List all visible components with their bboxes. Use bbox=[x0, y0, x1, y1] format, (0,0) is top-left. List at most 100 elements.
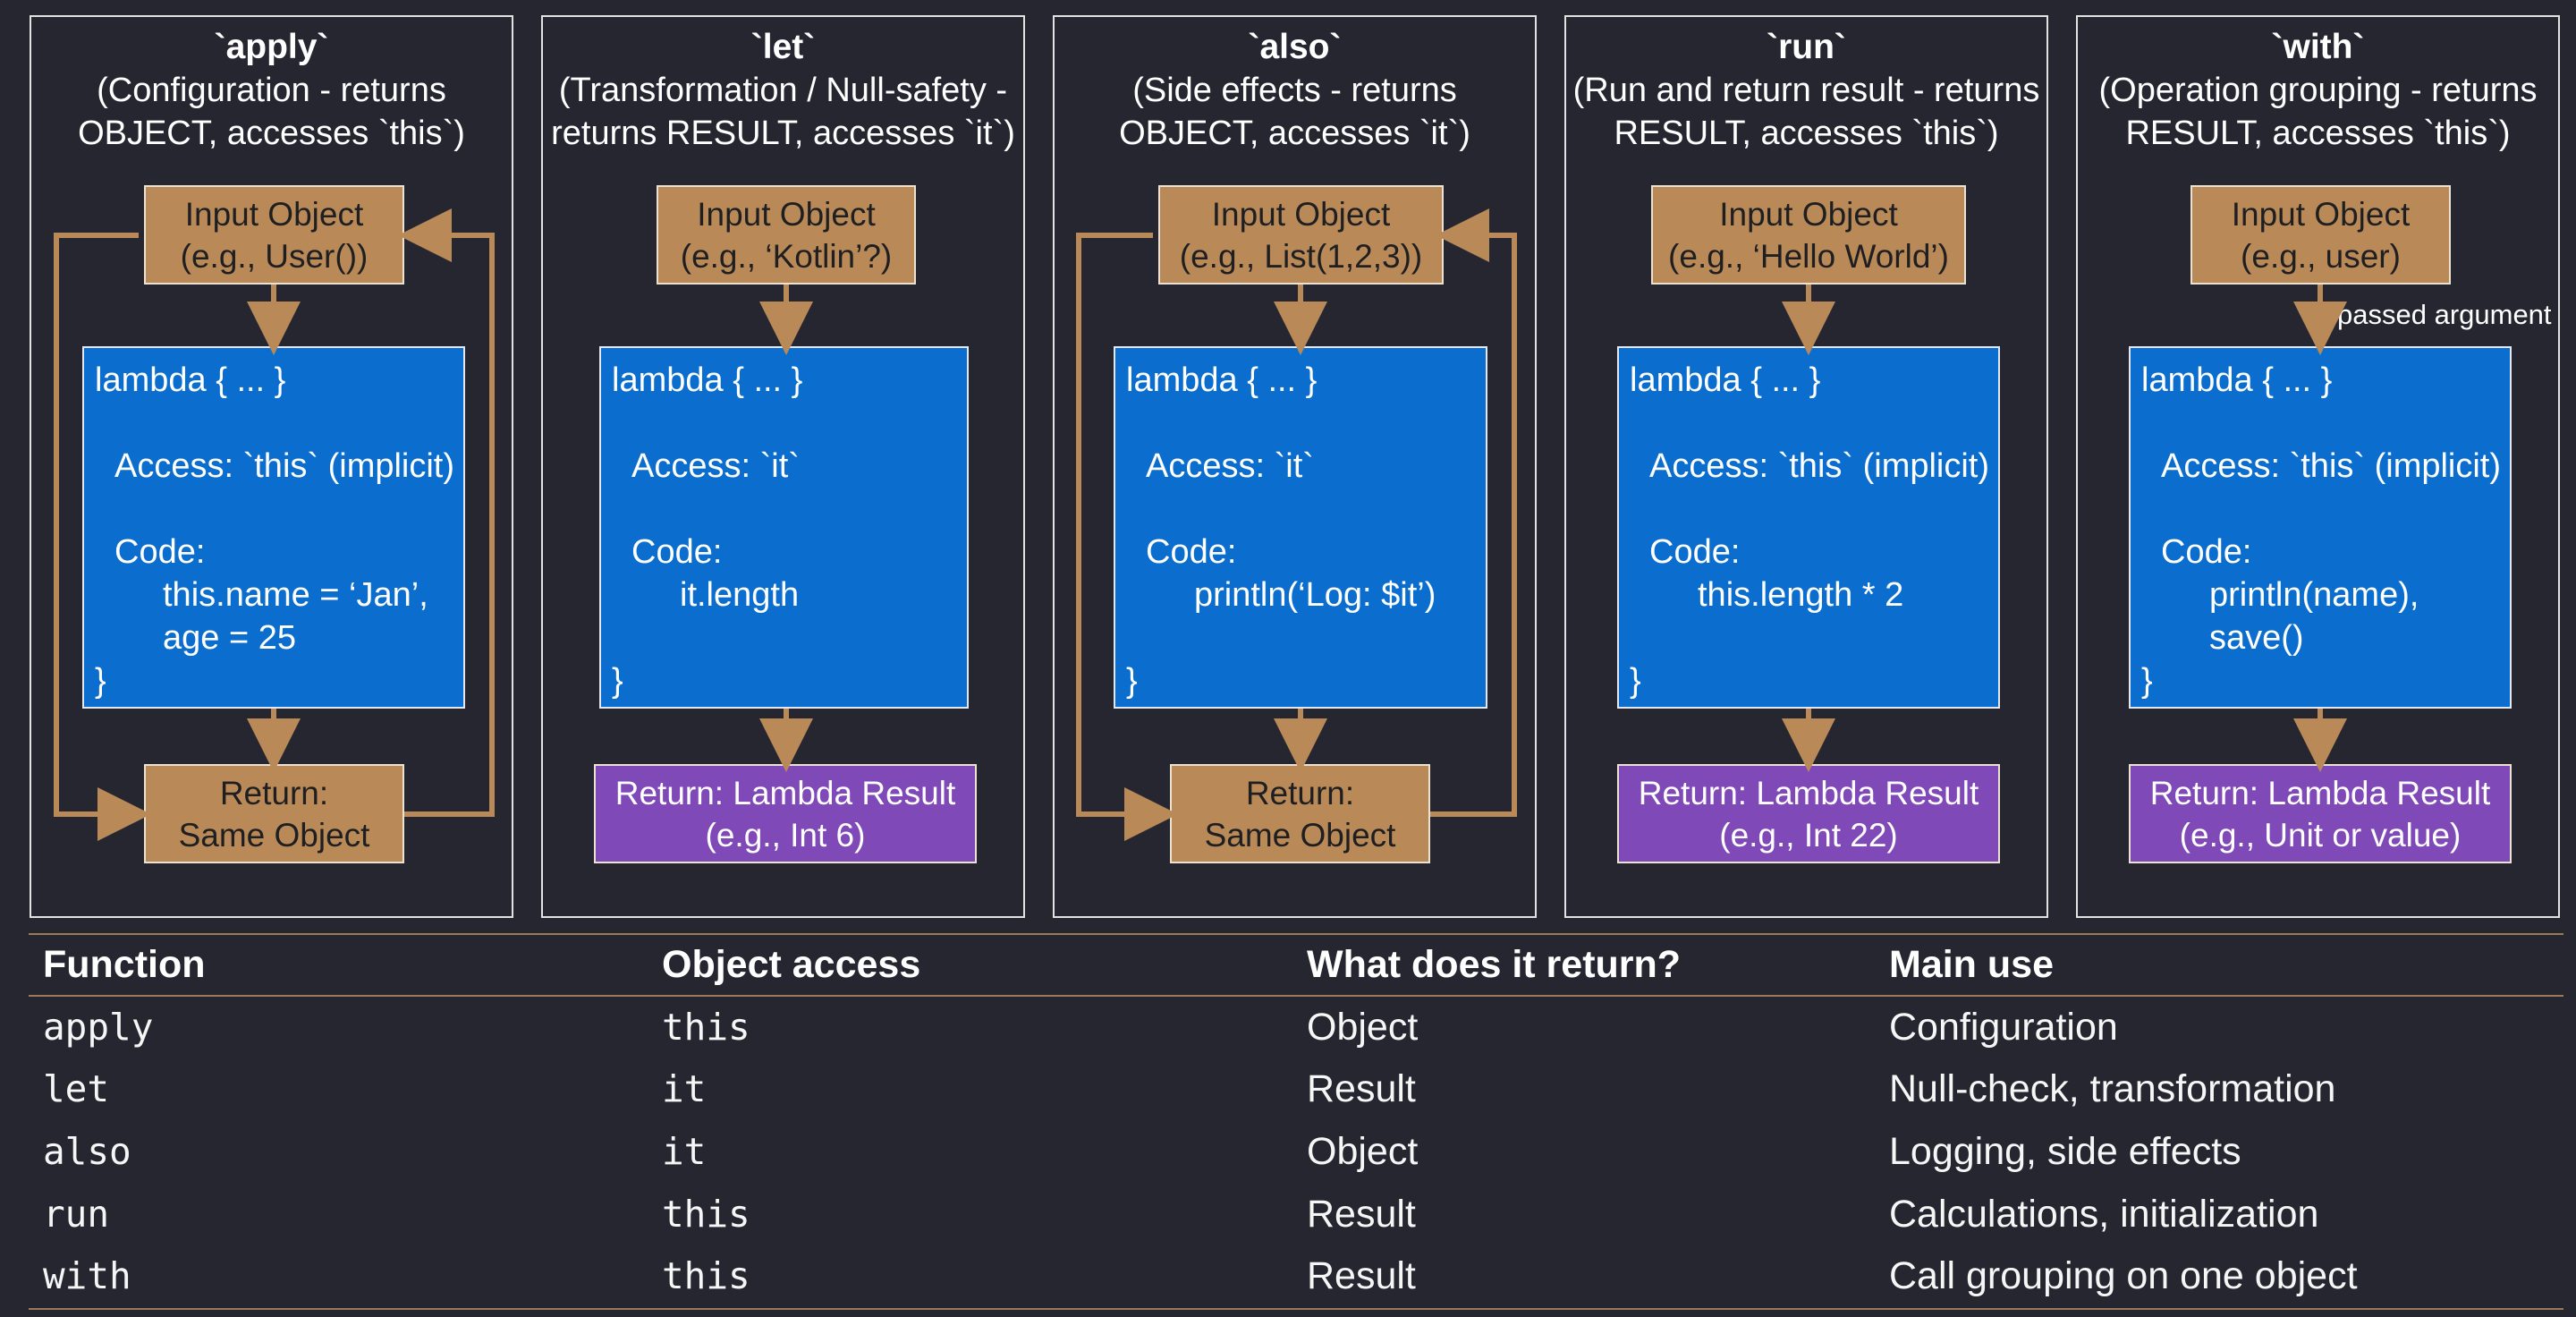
lambda-access: Access: `it` bbox=[1146, 447, 1314, 485]
passed-argument-label: passed argument bbox=[2337, 299, 2552, 330]
cell-return: Object bbox=[1307, 1006, 1419, 1049]
flow-arrows bbox=[2293, 285, 2347, 772]
input-example: (e.g., ‘Kotlin’?) bbox=[680, 237, 893, 275]
return-box: Return: Lambda Result (e.g., Int 22) bbox=[1617, 764, 2000, 863]
input-example: (e.g., User()) bbox=[180, 237, 369, 275]
cell-access: this bbox=[662, 1006, 750, 1049]
subtitle-line: (Run and return result - returns bbox=[1572, 72, 2040, 109]
lambda-box: lambda { ... } Access: `this` (implicit)… bbox=[1617, 346, 2000, 709]
subtitle-line: RESULT, accesses `this`) bbox=[1614, 115, 1999, 152]
lambda-access: Access: `this` (implicit) bbox=[1649, 447, 1990, 485]
panel-let: `let` (Transformation / Null-safety - re… bbox=[541, 15, 1025, 918]
panel-apply: `apply` (Configuration - returns OBJECT,… bbox=[30, 15, 513, 918]
lambda-access: Access: `this` (implicit) bbox=[2161, 447, 2502, 485]
lambda-code-label: Code: bbox=[114, 533, 206, 571]
lambda-close-brace: } bbox=[95, 662, 106, 700]
cell-access: it bbox=[662, 1067, 707, 1110]
lambda-box: lambda { ... } Access: `it` Code: it.len… bbox=[599, 346, 969, 709]
input-object-box: Input Object (e.g., List(1,2,3)) bbox=[1158, 185, 1444, 285]
subtitle-line: (Side effects - returns bbox=[1132, 72, 1457, 109]
input-example: (e.g., user) bbox=[2241, 237, 2401, 275]
lambda-box: lambda { ... } Access: `it` Code: printl… bbox=[1114, 346, 1487, 709]
lambda-code-line: this.length * 2 bbox=[1698, 576, 1904, 614]
panel-run: `run` (Run and return result - returns R… bbox=[1564, 15, 2048, 918]
panel-with: `with` (Operation grouping - returns RES… bbox=[2076, 15, 2560, 918]
subtitle-line: (Operation grouping - returns bbox=[2098, 72, 2538, 109]
subtitle-line: (Transformation / Null-safety - bbox=[558, 72, 1008, 109]
return-label: Return: Lambda Result bbox=[614, 774, 956, 811]
loop-arrow-left bbox=[54, 233, 151, 841]
lambda-header: lambda { ... } bbox=[1630, 361, 1821, 399]
lambda-code-line: save() bbox=[2209, 619, 2304, 657]
panel-title: `with` bbox=[2271, 28, 2365, 66]
panel-also: `also` (Side effects - returns OBJECT, a… bbox=[1053, 15, 1537, 918]
flow-arrows bbox=[54, 208, 495, 841]
table-top-rule bbox=[29, 933, 2563, 935]
header-return: What does it return? bbox=[1307, 943, 1682, 986]
lambda-code-label: Code: bbox=[1146, 533, 1237, 571]
cell-use: Call grouping on one object bbox=[1889, 1254, 2358, 1297]
panel-title: `also` bbox=[1248, 28, 1342, 66]
return-value: (e.g., Int 6) bbox=[705, 816, 866, 854]
panel-title: `apply` bbox=[214, 28, 329, 66]
return-box: Return: Same Object bbox=[1170, 764, 1430, 863]
panel-subtitle: (Transformation / Null-safety - returns … bbox=[543, 69, 1023, 155]
panel-title: `let` bbox=[750, 28, 816, 66]
return-value: (e.g., Int 22) bbox=[1719, 816, 1898, 854]
input-label: Input Object bbox=[1211, 195, 1391, 233]
input-label: Input Object bbox=[697, 195, 876, 233]
cell-use: Calculations, initialization bbox=[1889, 1193, 2319, 1236]
return-value: Same Object bbox=[1204, 816, 1396, 854]
loop-arrow-right bbox=[398, 208, 495, 817]
lambda-close-brace: } bbox=[1126, 662, 1138, 700]
subtitle-line: RESULT, accesses `this`) bbox=[2125, 115, 2511, 152]
cell-return: Result bbox=[1307, 1193, 1416, 1236]
return-label: Return: bbox=[1245, 774, 1355, 811]
lambda-close-brace: } bbox=[2141, 662, 2153, 700]
lambda-header: lambda { ... } bbox=[2141, 361, 2333, 399]
panel-subtitle: (Operation grouping - returns RESULT, ac… bbox=[2078, 69, 2558, 155]
lambda-code-line: println(‘Log: $it’) bbox=[1194, 576, 1436, 614]
lambda-header: lambda { ... } bbox=[1126, 361, 1318, 399]
lambda-code-label: Code: bbox=[631, 533, 723, 571]
input-object-box: Input Object (e.g., ‘Kotlin’?) bbox=[657, 185, 916, 285]
loop-arrow-left bbox=[1076, 233, 1178, 841]
table-bottom-rule bbox=[29, 1308, 2563, 1310]
lambda-header: lambda { ... } bbox=[95, 361, 286, 399]
input-label: Input Object bbox=[184, 195, 364, 233]
input-label: Input Object bbox=[1719, 195, 1898, 233]
lambda-code-label: Code: bbox=[2161, 533, 2252, 571]
cell-access: this bbox=[662, 1193, 750, 1236]
panel-title: `run` bbox=[1767, 28, 1846, 66]
cell-use: Logging, side effects bbox=[1889, 1130, 2241, 1173]
lambda-code-line: it.length bbox=[680, 576, 800, 614]
input-example: (e.g., List(1,2,3)) bbox=[1179, 237, 1423, 275]
cell-return: Result bbox=[1307, 1067, 1416, 1110]
lambda-code-label: Code: bbox=[1649, 533, 1741, 571]
panel-subtitle: (Side effects - returns OBJECT, accesses… bbox=[1055, 69, 1535, 155]
subtitle-line: OBJECT, accesses `it`) bbox=[1119, 115, 1470, 152]
panel-subtitle: (Run and return result - returns RESULT,… bbox=[1566, 69, 2046, 155]
lambda-header: lambda { ... } bbox=[612, 361, 803, 399]
lambda-code-line: this.name = ‘Jan’, bbox=[163, 576, 428, 614]
lambda-box: lambda { ... } Access: `this` (implicit)… bbox=[82, 346, 465, 709]
cell-function: run bbox=[43, 1193, 110, 1236]
cell-access: this bbox=[662, 1254, 750, 1297]
flow-arrows bbox=[1782, 285, 1835, 772]
input-label: Input Object bbox=[2231, 195, 2411, 233]
flow-arrows bbox=[1076, 208, 1517, 841]
return-label: Return: Lambda Result bbox=[2149, 774, 2491, 811]
lambda-code-line: age = 25 bbox=[163, 619, 296, 657]
flow-arrows bbox=[759, 285, 813, 772]
cell-function: apply bbox=[43, 1006, 154, 1049]
lambda-box: lambda { ... } Access: `this` (implicit)… bbox=[2129, 346, 2512, 709]
input-example: (e.g., ‘Hello World’) bbox=[1668, 237, 1949, 275]
header-main-use: Main use bbox=[1889, 943, 2054, 986]
cell-access: it bbox=[662, 1130, 707, 1173]
table-header-rule bbox=[29, 995, 2563, 997]
header-object-access: Object access bbox=[662, 943, 921, 986]
subtitle-line: returns RESULT, accesses `it`) bbox=[551, 115, 1015, 152]
lambda-code-line: println(name), bbox=[2209, 576, 2419, 614]
lambda-close-brace: } bbox=[612, 662, 623, 700]
cell-function: also bbox=[43, 1130, 131, 1173]
